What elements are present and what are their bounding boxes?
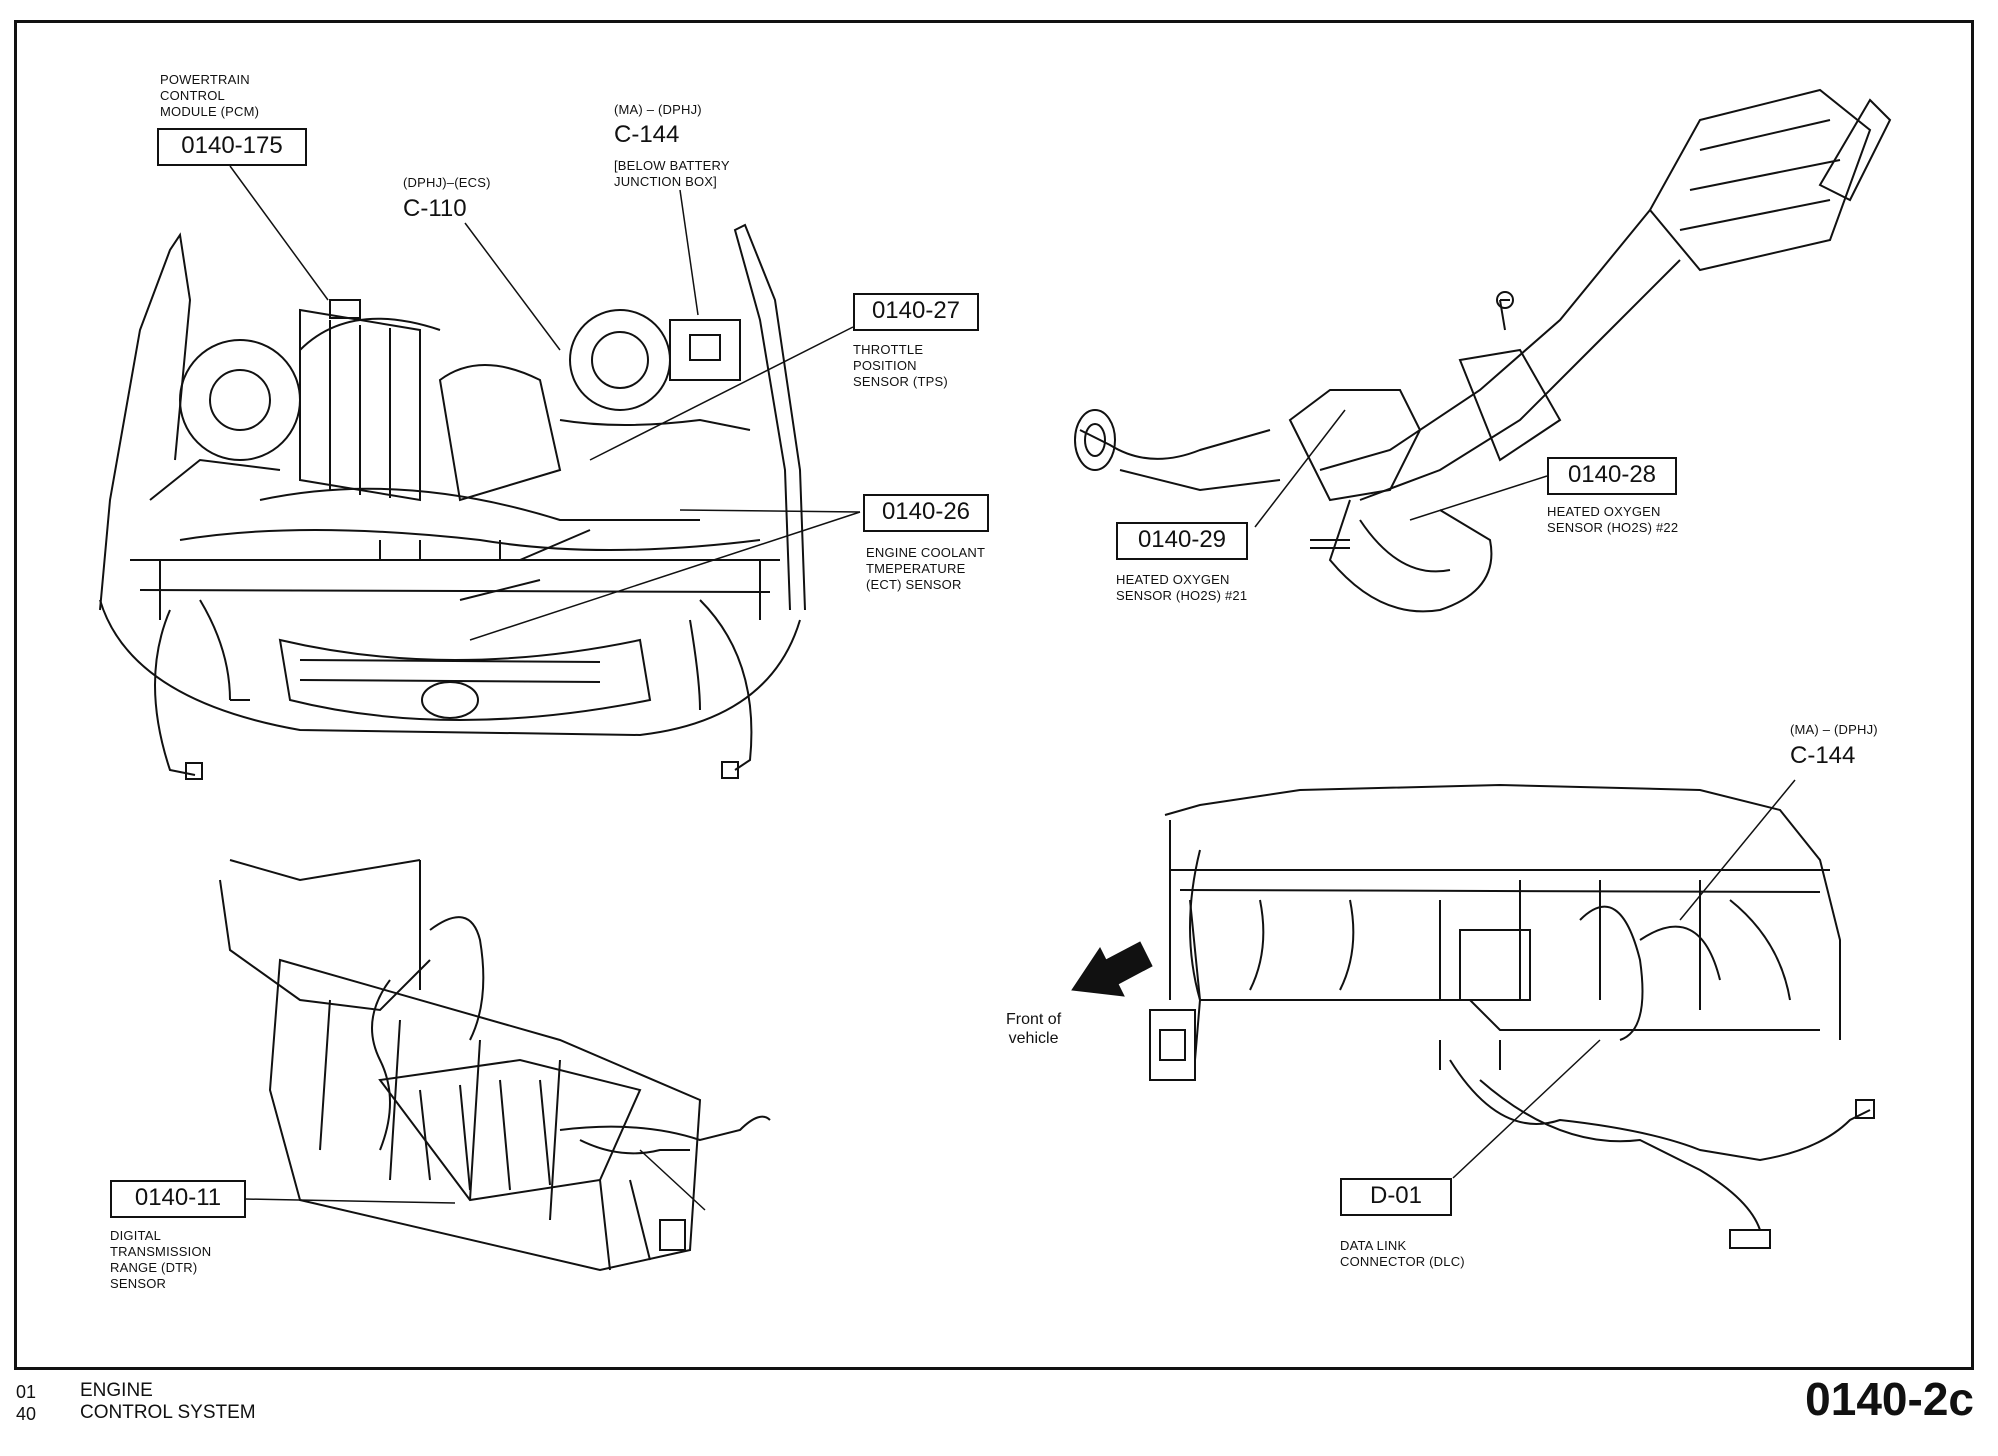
dlc-code-box: D-01 bbox=[1340, 1178, 1452, 1216]
transmission-illustration bbox=[219, 859, 771, 1272]
exhaust-illustration bbox=[1074, 88, 1892, 613]
tps-description: THROTTLE POSITION SENSOR (TPS) bbox=[853, 342, 948, 389]
tps-code-box: 0140-27 bbox=[853, 293, 979, 331]
dtr-description: DIGITAL TRANSMISSION RANGE (DTR) SENSOR bbox=[110, 1228, 212, 1291]
footer-section-num-1: 01 bbox=[16, 1382, 37, 1402]
dashboard-illustration bbox=[1149, 783, 1875, 1249]
ho2s21-code-box: 0140-29 bbox=[1116, 522, 1248, 560]
dlc-description: DATA LINK CONNECTOR (DLC) bbox=[1340, 1238, 1465, 1269]
c110-variant: (DPHJ)–(ECS) bbox=[403, 175, 491, 190]
c144-top-connector: C-144 bbox=[614, 121, 680, 148]
dtr-code-box: 0140-11 bbox=[110, 1180, 246, 1218]
ect-description: ENGINE COOLANT TMEPERATURE (ECT) SENSOR bbox=[866, 545, 986, 592]
c144-top-variant: (MA) – (DPHJ) bbox=[614, 102, 702, 117]
leader-lines bbox=[229, 165, 1796, 1211]
c110-connector: C-110 bbox=[403, 195, 467, 222]
pcm-description: POWERTRAIN CONTROL MODULE (PCM) bbox=[160, 72, 260, 119]
diagram-frame bbox=[14, 20, 1974, 1370]
pcm-code-box: 0140-175 bbox=[157, 128, 307, 166]
footer-section-engine: ENGINE bbox=[80, 1380, 153, 1401]
ho2s22-code-box: 0140-28 bbox=[1547, 457, 1677, 495]
page-id: 0140-2c bbox=[1805, 1373, 1974, 1425]
ect-code-box: 0140-26 bbox=[863, 494, 989, 532]
front-arrow-icon bbox=[1071, 941, 1153, 997]
footer-section-num-2: 40 bbox=[16, 1404, 37, 1424]
footer-section-control-system: CONTROL SYSTEM bbox=[80, 1402, 256, 1423]
engine-bay-illustration bbox=[99, 223, 806, 780]
c144-right-variant: (MA) – (DPHJ) bbox=[1790, 722, 1878, 737]
ho2s21-description: HEATED OXYGEN SENSOR (HO2S) #21 bbox=[1116, 572, 1248, 603]
c144-right-connector: C-144 bbox=[1790, 742, 1856, 769]
c144-top-description: [BELOW BATTERY JUNCTION BOX] bbox=[614, 158, 730, 189]
front-of-vehicle-label: Front of vehicle bbox=[1006, 1011, 1062, 1047]
ho2s22-description: HEATED OXYGEN SENSOR (HO2S) #22 bbox=[1547, 504, 1679, 535]
